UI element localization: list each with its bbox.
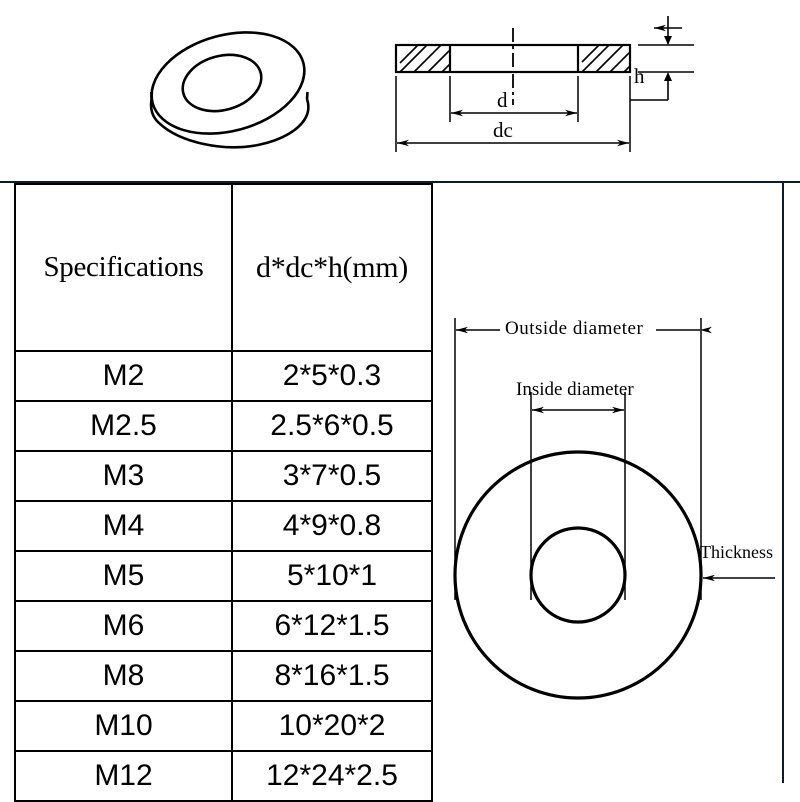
table-row: M8 8*16*1.5 (14, 650, 433, 702)
table-row: M12 12*24*2.5 (14, 750, 433, 802)
cell-specification: M4 (14, 500, 233, 552)
specifications-table-container: Specifications d*dc*h(mm) M2 2*5*0.3 M2.… (14, 183, 433, 802)
table-row: M2.5 2.5*6*0.5 (14, 400, 433, 452)
top-drawings-area (0, 0, 800, 182)
cell-specification: M8 (14, 650, 233, 702)
cell-dimension: 2.5*6*0.5 (231, 400, 433, 452)
cell-dimension: 5*10*1 (231, 550, 433, 602)
table-row: M10 10*20*2 (14, 700, 433, 752)
plan-view-panel: Outside diameter Inside diameter Thickne… (431, 183, 784, 783)
cell-dimension: 2*5*0.3 (231, 350, 433, 402)
label-thickness: Thickness (700, 542, 773, 562)
cell-specification: M2.5 (14, 400, 233, 452)
cell-specification: M10 (14, 700, 233, 752)
table-header-row: Specifications d*dc*h(mm) (14, 183, 433, 352)
cell-dimension: 8*16*1.5 (231, 650, 433, 702)
specifications-table: Specifications d*dc*h(mm) M2 2*5*0.3 M2.… (14, 183, 433, 802)
cell-specification: M12 (14, 750, 233, 802)
label-outer-diameter-dc: dc (493, 118, 513, 142)
cell-specification: M3 (14, 450, 233, 502)
header-divider (0, 181, 800, 183)
table-row: M2 2*5*0.3 (14, 350, 433, 402)
cell-dimension: 6*12*1.5 (231, 600, 433, 652)
column-header-specifications: Specifications (14, 183, 233, 352)
label-inside-diameter: Inside diameter (516, 379, 634, 400)
table-row: M6 6*12*1.5 (14, 600, 433, 652)
cell-specification: M5 (14, 550, 233, 602)
cell-dimension: 12*24*2.5 (231, 750, 433, 802)
table-body: M2 2*5*0.3 M2.5 2.5*6*0.5 M3 3*7*0.5 M4 … (14, 350, 433, 802)
table-row: M5 5*10*1 (14, 550, 433, 602)
cell-dimension: 10*20*2 (231, 700, 433, 752)
cell-dimension: 4*9*0.8 (231, 500, 433, 552)
table-row: M4 4*9*0.8 (14, 500, 433, 552)
cell-dimension: 3*7*0.5 (231, 450, 433, 502)
column-header-dimensions: d*dc*h(mm) (231, 183, 433, 352)
cell-specification: M6 (14, 600, 233, 652)
label-inner-diameter-d: d (497, 88, 508, 112)
label-thickness-h: h (634, 64, 645, 88)
cell-specification: M2 (14, 350, 233, 402)
table-row: M3 3*7*0.5 (14, 450, 433, 502)
label-outside-diameter: Outside diameter (505, 318, 644, 339)
